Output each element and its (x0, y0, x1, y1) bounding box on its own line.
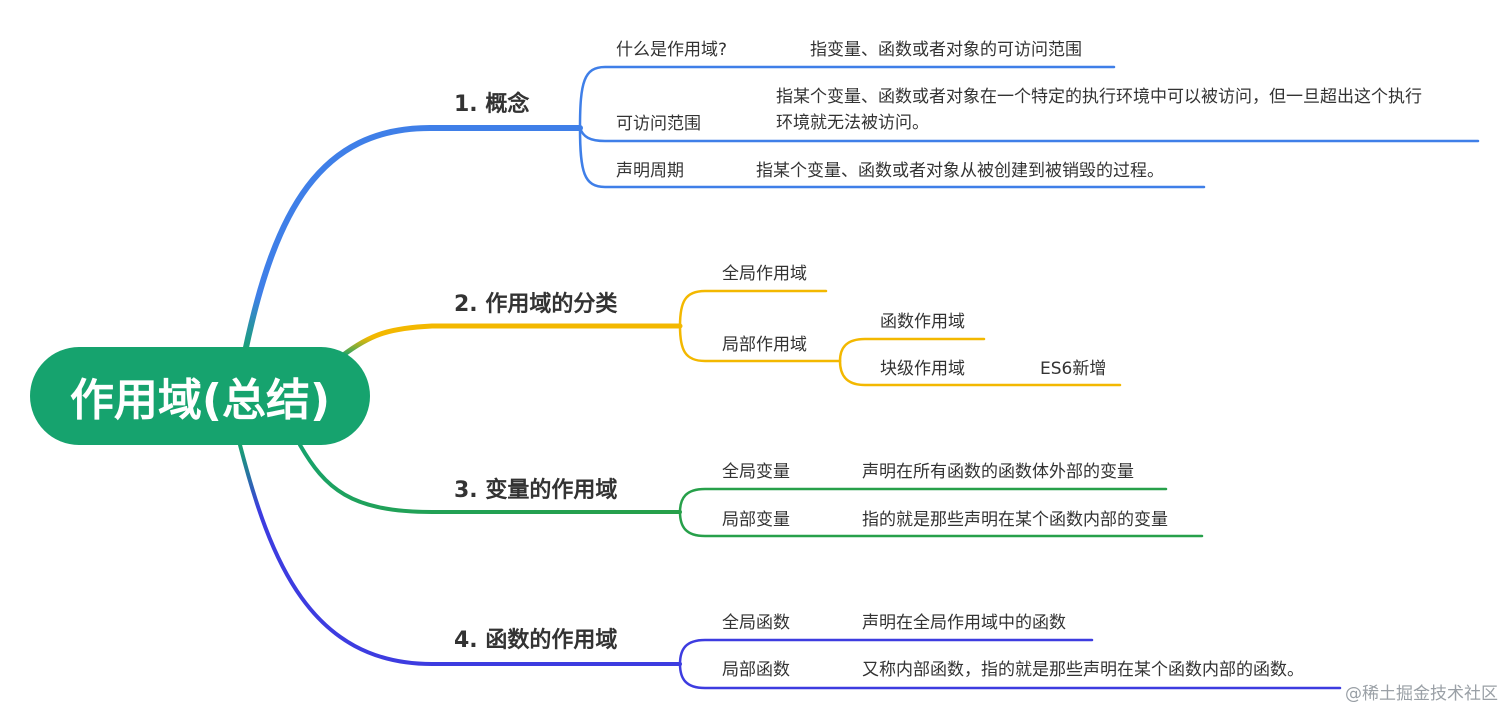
subitem-description: ES6新增 (1040, 359, 1107, 379)
item-label[interactable]: 局部作用域 (722, 335, 807, 355)
link-root-branch-4 (238, 443, 682, 666)
root-node[interactable]: 作用域(总结) (30, 347, 370, 445)
item-label[interactable]: 声明周期 (616, 161, 684, 181)
branch-4-label[interactable]: 4. 函数的作用域 (454, 628, 618, 653)
item-description: 又称内部函数，指的就是那些声明在某个函数内部的函数。 (862, 660, 1304, 680)
link-root-branch-3 (298, 443, 682, 514)
item-description-line-2: 环境就无法被访问。 (776, 113, 929, 133)
item-description: 声明在全局作用域中的函数 (862, 613, 1066, 633)
link-root-branch-2 (339, 323, 683, 359)
item-description: 指变量、函数或者对象的可访问范围 (810, 40, 1082, 60)
branch-2-label[interactable]: 2. 作用域的分类 (454, 292, 618, 317)
item-label[interactable]: 局部变量 (722, 510, 790, 530)
item-label[interactable]: 局部函数 (722, 660, 790, 680)
item-label[interactable]: 全局函数 (722, 613, 790, 633)
root-label: 作用域(总结) (69, 375, 331, 426)
subitem-label[interactable]: 函数作用域 (880, 312, 965, 332)
link-root-branch-1 (242, 125, 583, 355)
subitem-label[interactable]: 块级作用域 (880, 359, 965, 379)
item-description-line-1: 指某个变量、函数或者对象在一个特定的执行环境中可以被访问，但一旦超出这个执行 (776, 87, 1422, 107)
item-label[interactable]: 全局变量 (722, 462, 790, 482)
watermark: @稀土掘金技术社区 (1345, 684, 1498, 704)
branch-1-label[interactable]: 1. 概念 (454, 92, 530, 117)
branch-3-label[interactable]: 3. 变量的作用域 (454, 478, 618, 503)
item-label[interactable]: 什么是作用域? (616, 40, 728, 60)
item-description: 指某个变量、函数或者对象从被创建到被销毁的过程。 (756, 161, 1164, 181)
item-description: 声明在所有函数的函数体外部的变量 (862, 462, 1134, 482)
item-label[interactable]: 可访问范围 (616, 114, 701, 134)
item-description: 指的就是那些声明在某个函数内部的变量 (862, 510, 1168, 530)
item-label[interactable]: 全局作用域 (722, 264, 807, 284)
